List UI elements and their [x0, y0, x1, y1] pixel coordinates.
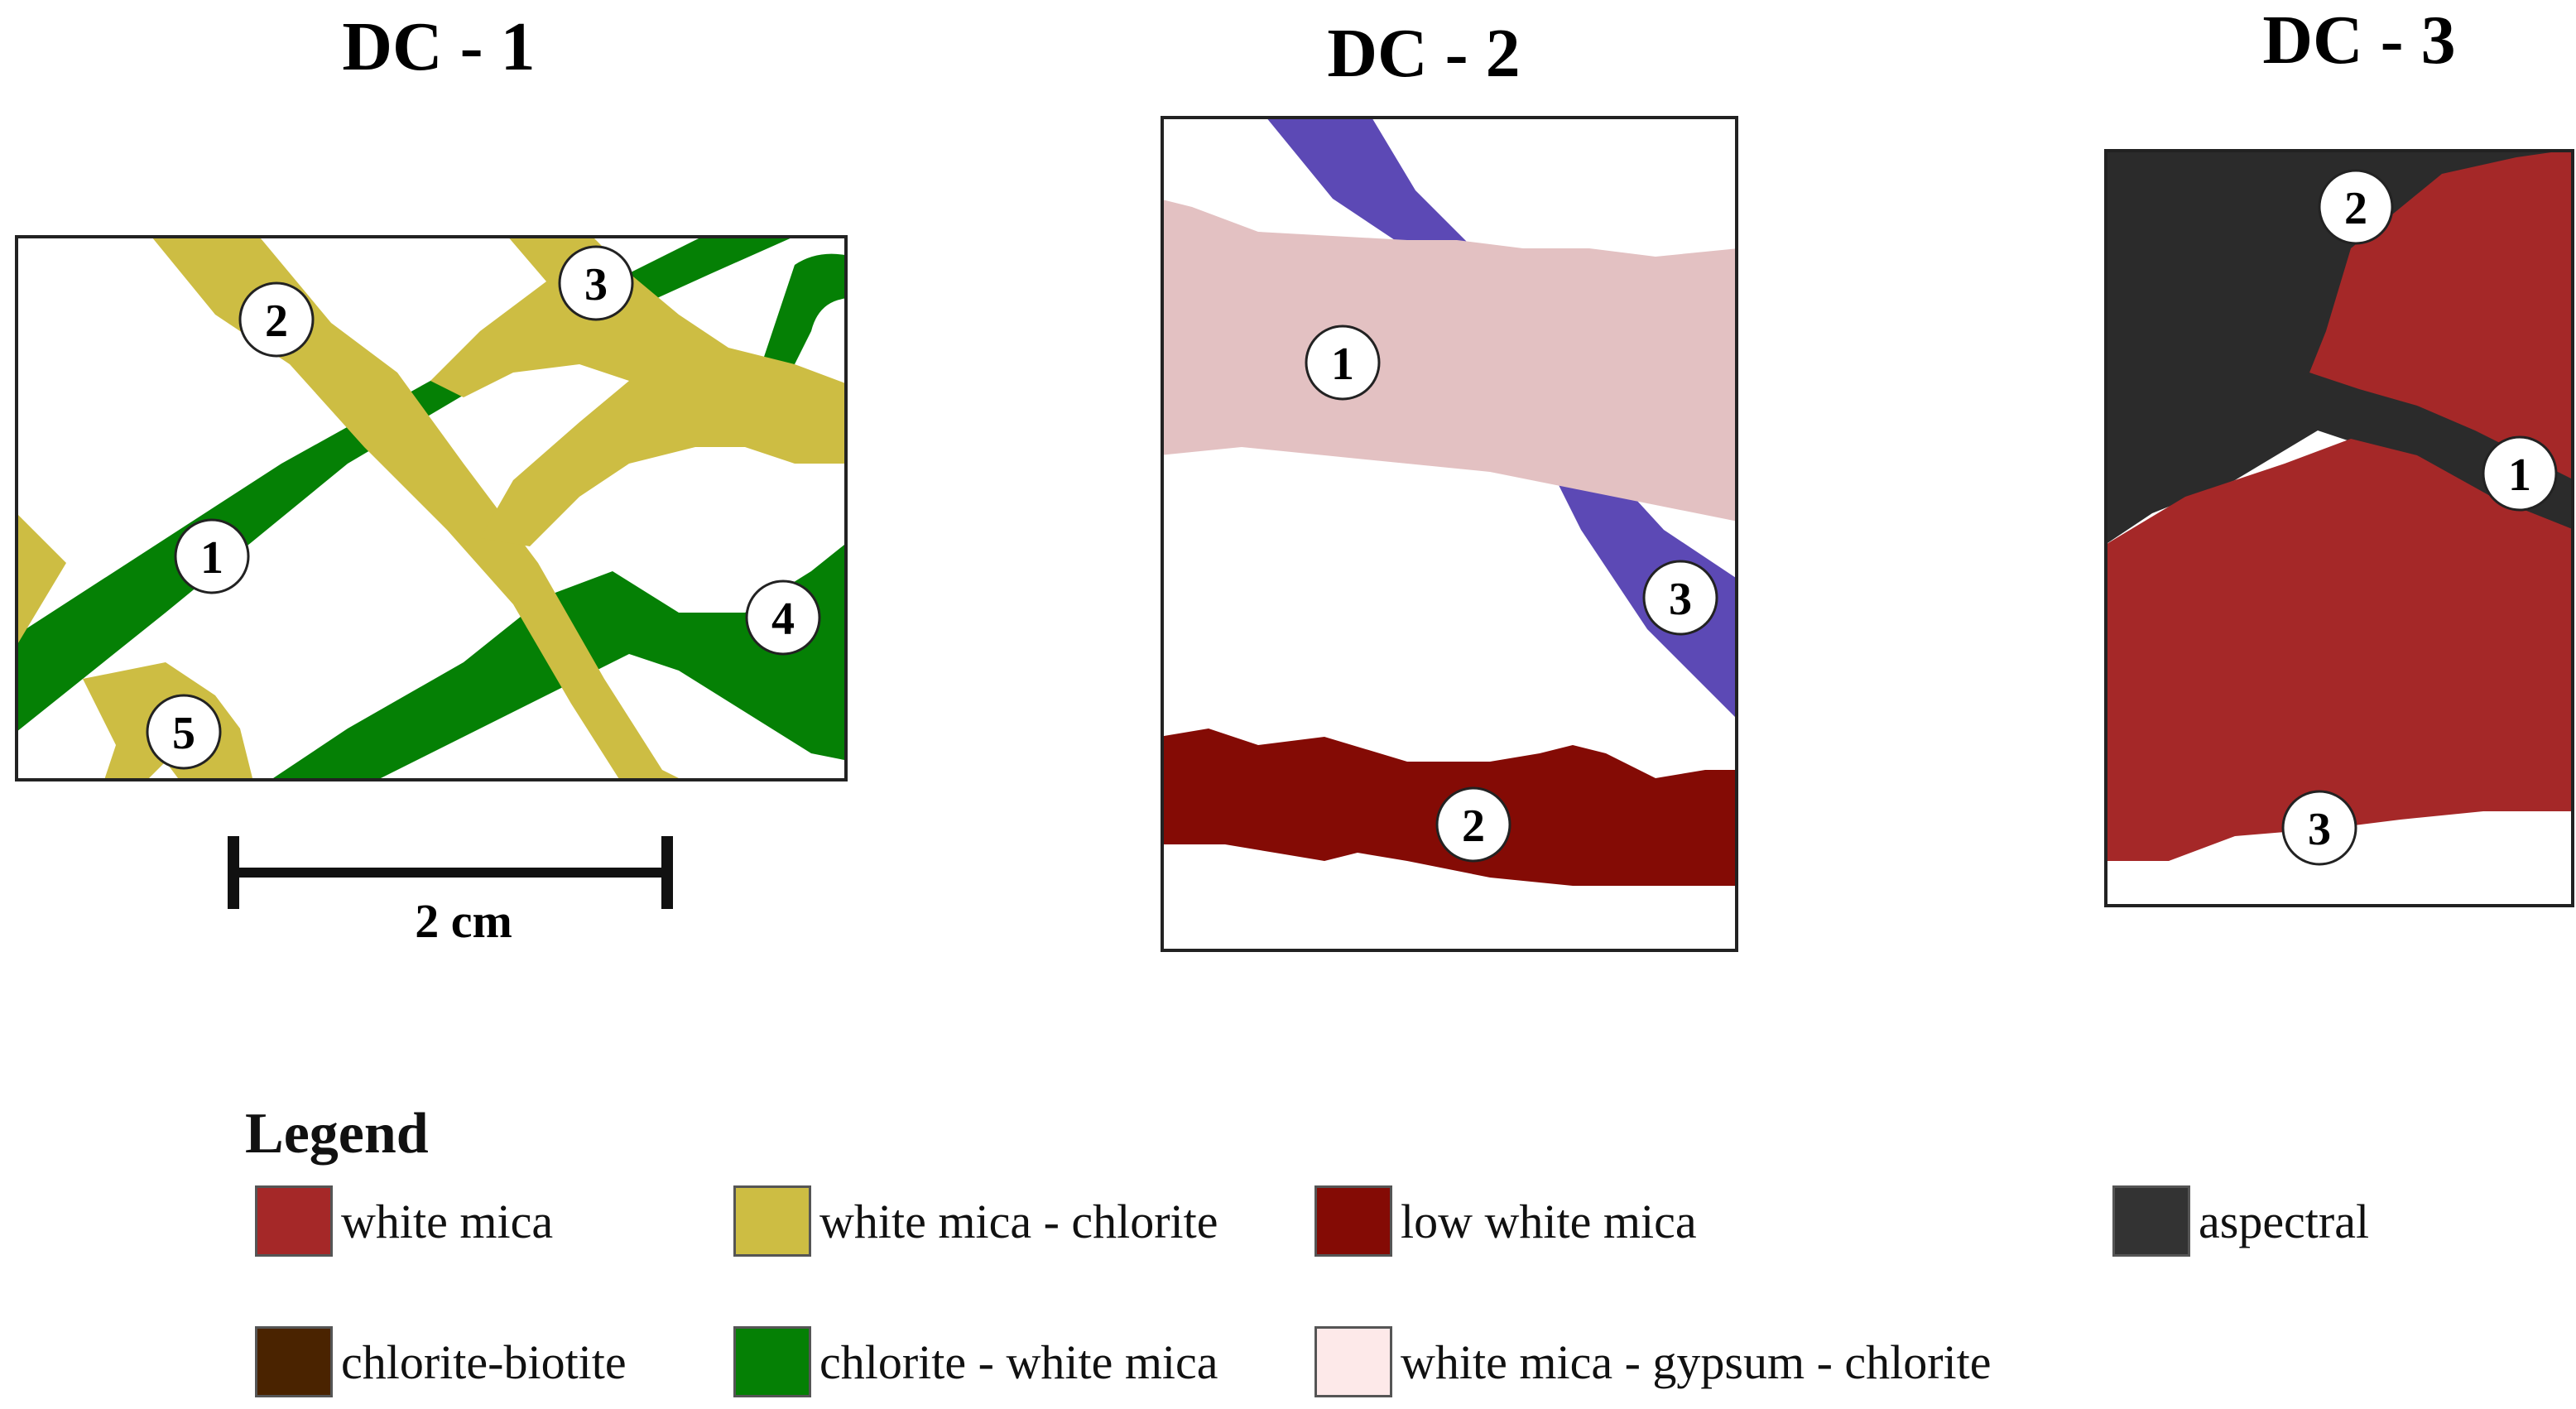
- legend-swatch: [1314, 1326, 1392, 1397]
- legend-item-white-mica-gypsum-chlorite: white mica - gypsum - chlorite: [1314, 1325, 1992, 1399]
- legend-swatch: [733, 1185, 811, 1257]
- legend-label: white mica - gypsum - chlorite: [1401, 1334, 1992, 1389]
- dc2-marker-3: 3: [1642, 560, 1718, 636]
- dc1-vein-white-mica-chlorite-1: [151, 237, 682, 780]
- dc3-marker-3: 3: [2281, 790, 2357, 866]
- dc1-sample: [15, 235, 848, 781]
- svg-text:2: 2: [1462, 801, 1485, 852]
- legend-swatch: [1314, 1185, 1392, 1257]
- panel-title-dc3: DC - 3: [2262, 2, 2455, 79]
- legend-item-chlorite-white-mica: chlorite - white mica: [733, 1325, 1218, 1399]
- dc1-marker-1: 1: [174, 518, 250, 594]
- dc1-vein-white-mica-chlorite-3: [17, 513, 66, 646]
- svg-text:4: 4: [771, 594, 795, 645]
- legend-item-low-white-mica: low white mica: [1314, 1184, 1697, 1258]
- dc3-marker-1: 1: [2482, 435, 2558, 512]
- svg-text:3: 3: [1669, 574, 1692, 625]
- dc2-marker-1: 1: [1305, 325, 1381, 401]
- dc1-marker-2: 2: [238, 281, 315, 358]
- legend-label: aspectral: [2199, 1194, 2370, 1248]
- svg-text:2: 2: [2344, 183, 2367, 234]
- svg-text:1: 1: [2508, 450, 2531, 501]
- svg-text:5: 5: [172, 708, 195, 759]
- legend-swatch: [733, 1326, 811, 1397]
- dc1-marker-4: 4: [745, 579, 821, 656]
- legend-item-white-mica: white mica: [255, 1184, 553, 1258]
- scale-bar: 2 cm: [228, 836, 673, 948]
- dc2-marker-2: 2: [1435, 786, 1511, 863]
- dc2-vein-purple: [1266, 118, 1737, 719]
- svg-text:1: 1: [1331, 339, 1354, 390]
- dc2-vein-white-mica-gypsum-chlorite: [1162, 200, 1737, 522]
- scale-bar-label: 2 cm: [415, 894, 512, 948]
- legend-swatch: [2112, 1185, 2190, 1257]
- legend-swatch: [255, 1185, 333, 1257]
- legend-label: chlorite - white mica: [819, 1334, 1218, 1389]
- legend-label: low white mica: [1401, 1194, 1697, 1248]
- dc1-vein-chlorite-white-mica-branch: [762, 253, 846, 364]
- panel-title-dc1: DC - 1: [342, 8, 535, 85]
- svg-text:3: 3: [584, 259, 608, 310]
- legend-label: chlorite-biotite: [341, 1334, 627, 1389]
- svg-text:3: 3: [2308, 804, 2331, 855]
- legend-label: white mica - chlorite: [819, 1194, 1218, 1248]
- legend-title: Legend: [245, 1102, 429, 1166]
- dc1-marker-5: 5: [146, 694, 222, 770]
- panel-title-dc2: DC - 2: [1327, 15, 1520, 92]
- legend-label: white mica: [341, 1194, 554, 1248]
- svg-text:2: 2: [265, 296, 288, 347]
- legend-item-chlorite-biotite: chlorite-biotite: [255, 1325, 627, 1399]
- dc3-marker-2: 2: [2318, 169, 2394, 245]
- dc1-marker-3: 3: [558, 245, 634, 321]
- dc1-vein-white-mica-chlorite-2: [430, 237, 846, 546]
- svg-text:1: 1: [200, 532, 223, 584]
- dc3-zone-white-mica-lower: [2106, 439, 2573, 861]
- dc3-sample: [2104, 149, 2574, 907]
- legend-item-aspectral: aspectral: [2112, 1184, 2369, 1258]
- legend-swatch: [255, 1326, 333, 1397]
- legend-item-white-mica-chlorite: white mica - chlorite: [733, 1184, 1218, 1258]
